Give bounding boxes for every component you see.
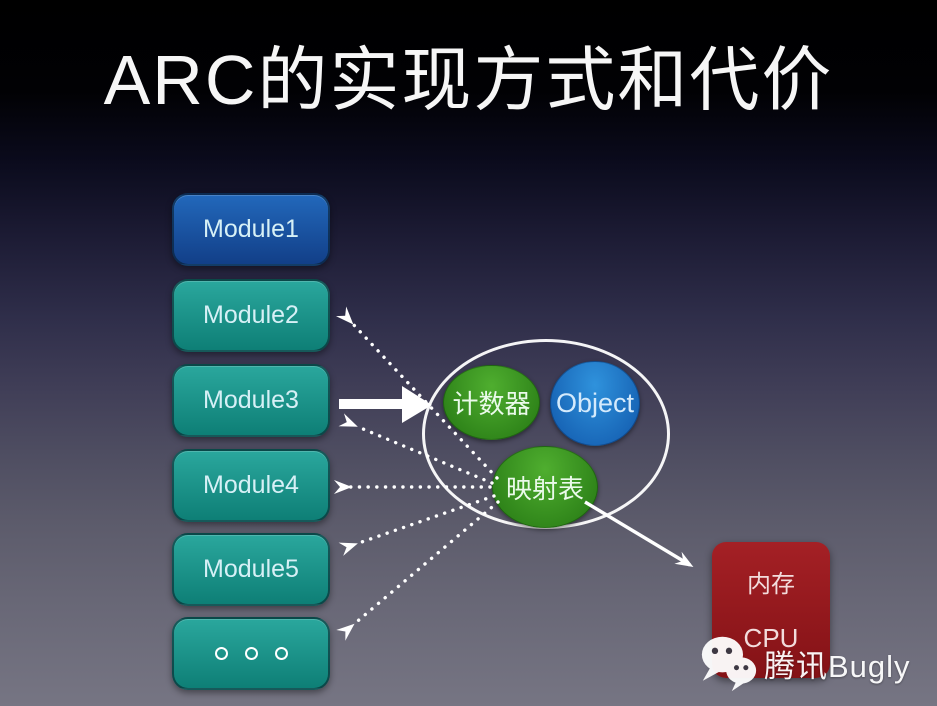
module1-box: Module1 [172, 193, 330, 266]
object-label: Object [555, 388, 635, 418]
watermark-text: 腾讯Bugly [764, 648, 911, 684]
object-ellipse: Object [550, 361, 640, 446]
module3-box: Module3 [172, 364, 330, 437]
module5-box: Module5 [172, 533, 330, 606]
dot [244, 647, 258, 660]
counter-label: 计数器 [452, 389, 531, 419]
module4-label: Module4 [203, 471, 299, 499]
wechat-icon [701, 636, 757, 692]
module5-label: Module5 [203, 555, 299, 583]
dot [214, 647, 228, 660]
module2-box: Module2 [172, 279, 330, 352]
arrow-module3-to-cluster [339, 386, 432, 423]
counter-ellipse: 计数器 [443, 365, 540, 440]
module-more-box [172, 617, 330, 690]
module3-label: Module3 [203, 386, 299, 414]
dot [274, 647, 288, 660]
slide-title: ARC的实现方式和代价 [103, 41, 834, 119]
ellipsis-dots-icon [214, 647, 288, 660]
dotted-arrow-to-module-more [336, 500, 500, 641]
watermark: 腾讯Bugly [699, 634, 911, 692]
mapping-table-label: 映射表 [505, 473, 584, 504]
module4-box: Module4 [172, 449, 330, 522]
module1-label: Module1 [203, 215, 299, 243]
mapping-table-ellipse: 映射表 [492, 446, 598, 528]
cpu-label: CPU [743, 623, 799, 653]
module2-label: Module2 [203, 301, 299, 329]
memory-label: 内存 [747, 571, 795, 598]
